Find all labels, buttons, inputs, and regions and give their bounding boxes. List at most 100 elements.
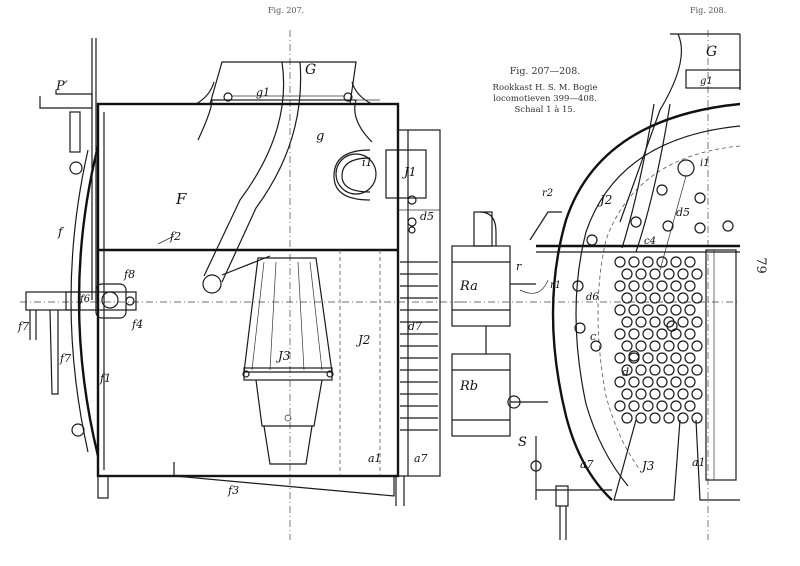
label-J3-left: J3 [275,349,291,363]
tube-hole [621,388,633,400]
tube-hole [663,388,675,400]
tube-hole [670,328,682,340]
tube-hole [656,376,668,388]
tube-hole [656,328,668,340]
tube-hole [614,256,626,268]
tube-hole [649,268,661,280]
tube-hole [614,328,626,340]
label-J2-right: J2 [597,193,612,207]
tube-hole [614,280,626,292]
tube-hole [649,292,661,304]
tube-hole [670,376,682,388]
label-g1-left: g1 [256,86,270,99]
caption-line-2: locomotieven 399—408. [493,94,597,104]
tube-hole [663,316,675,328]
tube-hole [642,328,654,340]
label-d5-left: d5 [420,210,434,223]
tube-hole [677,292,689,304]
label-g: g [316,129,324,144]
label-f-left: f [57,225,65,239]
tube-hole [691,388,703,400]
tube-hole [614,376,626,388]
label-f2: f2 [169,230,181,243]
tube-hole [614,400,626,412]
label-c: c [590,330,596,343]
tube-hole [656,400,668,412]
tube-hole [628,304,640,316]
figure-caption: Fig. 207—208. Rookkast H. S. M. Bogie lo… [470,66,620,116]
label-Ra: Ra [459,279,478,294]
tube-hole [628,400,640,412]
tube-hole [677,364,689,376]
label-r1: r1 [550,280,561,291]
label-c4: c4 [644,236,656,247]
tube-plate-holes [614,256,703,424]
tube-hole [684,400,696,412]
tube-hole [649,388,661,400]
label-g1-right: g1 [700,76,713,87]
tube-hole [642,352,654,364]
caption-title: Fig. 207—208. [509,66,581,77]
label-Rb: Rb [459,379,478,394]
tube-hole [677,316,689,328]
tube-hole [642,400,654,412]
label-a1-left: a1 [368,452,382,465]
label-i1-left: i1 [362,156,373,169]
tube-hole [649,340,661,352]
caption-line-3: Schaal 1 à 15. [514,105,576,115]
label-J1: J1 [401,165,416,179]
label-d6: d6 [586,292,599,303]
tube-hole [684,280,696,292]
label-G-left: G [305,62,316,78]
tube-hole [677,412,689,424]
fig-208-front-view [460,30,741,540]
tube-hole [684,256,696,268]
tube-hole [649,364,661,376]
tube-hole [691,412,703,424]
part-labels: P′ G g1 g F i1 J1 d5 f2 f f8 f6 f7 f4 f7… [17,44,717,497]
label-f8: f8 [123,268,135,281]
tube-hole [663,412,675,424]
fig-207-label: Fig. 207. [268,6,305,15]
tube-hole [649,412,661,424]
label-G-right: G [706,44,717,60]
tube-hole [670,304,682,316]
fig-207-section [20,30,460,540]
tube-hole [621,316,633,328]
tube-hole [635,268,647,280]
tube-hole [628,352,640,364]
label-r2: r2 [542,188,553,199]
tube-hole [670,352,682,364]
tube-hole [656,256,668,268]
tube-hole [663,292,675,304]
tube-hole [670,400,682,412]
tube-hole [635,412,647,424]
tube-ends [400,261,438,431]
tube-hole [635,340,647,352]
label-J3-right: J3 [639,459,655,473]
tube-hole [635,292,647,304]
label-P1: P′ [55,79,68,94]
fig-208-label: Fig. 208. [690,6,727,15]
label-r: r [516,260,522,273]
tube-hole [621,268,633,280]
tube-hole [684,352,696,364]
tube-hole [656,304,668,316]
label-f7b: f7 [59,352,71,365]
feedwater-valves [451,211,562,500]
label-i1-right: i1 [700,158,710,169]
label-a1-right: a1 [692,456,706,469]
tube-hole [649,316,661,328]
tube-hole [663,268,675,280]
tube-hole [663,364,675,376]
tube-hole [691,340,703,352]
tube-hole [656,352,668,364]
tube-hole [621,292,633,304]
label-f4: f4 [131,318,143,331]
tube-hole [656,280,668,292]
tube-hole [670,280,682,292]
tube-hole [614,352,626,364]
tube-hole [628,376,640,388]
label-d5-right: d5 [676,206,690,219]
